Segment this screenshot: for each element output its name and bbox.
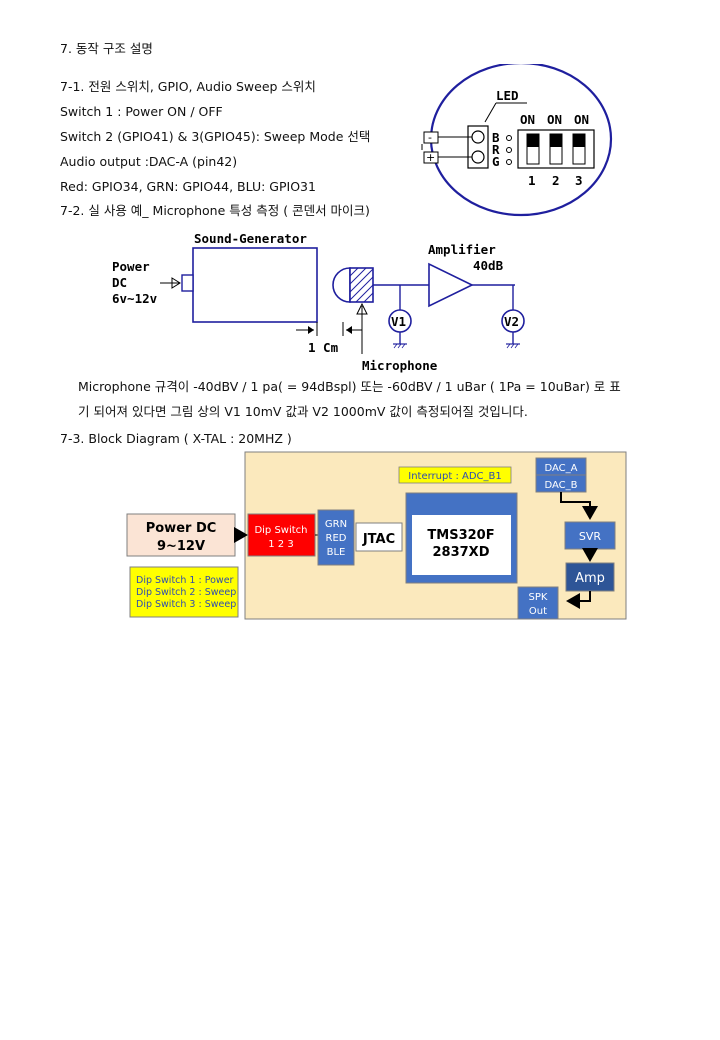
- led-gpio-text: Red: GPIO34, GRN: GPIO44, BLU: GPIO31: [60, 179, 316, 194]
- led-ble: BLE: [327, 547, 346, 558]
- subsection-3-heading: 7-3. Block Diagram ( X-TAL : 20MHZ ): [60, 431, 292, 446]
- polarity-minus: -: [428, 131, 432, 144]
- interrupt-label-box: [398, 466, 512, 484]
- audio-output-text: Audio output :DAC-A (pin42): [60, 154, 238, 169]
- v2-label: V2: [504, 314, 519, 329]
- amp-label: Amp: [575, 571, 605, 586]
- switch1-text: Switch 1 : Power ON / OFF: [60, 104, 223, 119]
- connector-pin-bottom: [471, 150, 485, 164]
- led-g-label: G: [492, 154, 500, 169]
- dip-switch-note: [129, 566, 239, 618]
- switch-diagram: LED - + B R G ON ON ON 1 2 3: [421, 64, 613, 217]
- spk-label: SPK: [529, 592, 548, 603]
- subsection-2-heading: 7-2. 실 사용 예_ Microphone 특성 측정 ( 콘덴서 마이크): [60, 203, 370, 218]
- led-label: LED: [496, 88, 519, 103]
- rgb-led-block: [317, 509, 355, 566]
- mic-measurement-diagram: Sound-Generator Power DC 6v~12v 1 Cm Mic…: [112, 231, 525, 373]
- switch23-text: Switch 2 (GPIO41) & 3(GPIO45): Sweep Mod…: [60, 129, 371, 144]
- connector-pin-top: [471, 130, 485, 144]
- dip-number-3: 3: [575, 173, 583, 188]
- dip-number-1: 1: [528, 173, 536, 188]
- dc-label: DC: [112, 275, 127, 290]
- jtac-label: JTAC: [362, 532, 395, 547]
- power-label: Power: [112, 259, 150, 274]
- out-label: Out: [529, 606, 547, 617]
- dip-number-2: 2: [552, 173, 560, 188]
- mic-spec-text-1: Microphone 규격이 -40dBV / 1 pa( = 94dBspl)…: [78, 379, 621, 394]
- jtac-block: [355, 522, 403, 552]
- distance-label: 1 Cm: [308, 340, 339, 355]
- amplifier-label: Amplifier: [428, 242, 496, 257]
- gain-label: 40dB: [473, 258, 504, 273]
- svr-block: [564, 521, 616, 550]
- dip-switch-numbers: 1 2 3: [268, 539, 293, 550]
- polarity-plus: +: [426, 151, 435, 164]
- dip-on-label-3: ON: [574, 112, 589, 127]
- dsp-label-2: 2837XD: [433, 545, 490, 560]
- dip-note-3: Dip Switch 3 : Sweep: [136, 599, 236, 610]
- led-b-label: B: [492, 130, 500, 145]
- led-r-label: R: [492, 142, 500, 157]
- subsection-1-heading: 7-1. 전원 스위치, GPIO, Audio Sweep 스위치: [60, 79, 316, 94]
- dip-note-1: Dip Switch 1 : Power: [136, 575, 234, 586]
- led-red: RED: [326, 533, 347, 544]
- interrupt-label: Interrupt : ADC_B1: [408, 471, 502, 482]
- mic-spec-text-2: 기 되어져 있다면 그림 상의 V1 10mV 값과 V2 1000mV 값이 …: [78, 404, 528, 419]
- dip-switch-label: Dip Switch: [254, 525, 307, 536]
- power-dc-label: Power DC: [146, 521, 217, 536]
- dip-switch-block: [247, 513, 316, 557]
- dip-note-2: Dip Switch 2 : Sweep: [136, 587, 236, 598]
- dip-on-label-1: ON: [520, 112, 535, 127]
- dac-b-label: DAC_B: [544, 480, 577, 491]
- dac-a-label: DAC_A: [544, 463, 577, 474]
- led-grn: GRN: [325, 519, 347, 530]
- amplifier-triangle: [428, 262, 474, 308]
- block-diagram: Power DC 9~12V Dip Switch 1 : Power Dip …: [126, 451, 627, 620]
- voltage-label: 6v~12v: [112, 291, 158, 306]
- v1-label: V1: [391, 314, 406, 329]
- dsp-block-inner: [412, 515, 511, 575]
- speaker-out-block: [517, 586, 559, 620]
- microphone-label: Microphone: [362, 358, 438, 373]
- dsp-label-1: TMS320F: [427, 528, 494, 543]
- section-title: 7. 동작 구조 설명: [60, 41, 153, 56]
- sound-generator-label: Sound-Generator: [194, 231, 307, 246]
- sound-generator-box: [192, 247, 318, 323]
- speaker-nub: [181, 274, 194, 292]
- svr-label: SVR: [579, 530, 602, 543]
- amp-block: [565, 562, 615, 592]
- power-dc-range: 9~12V: [157, 539, 205, 554]
- dip-on-label-2: ON: [547, 112, 562, 127]
- microphone-body: [332, 267, 351, 303]
